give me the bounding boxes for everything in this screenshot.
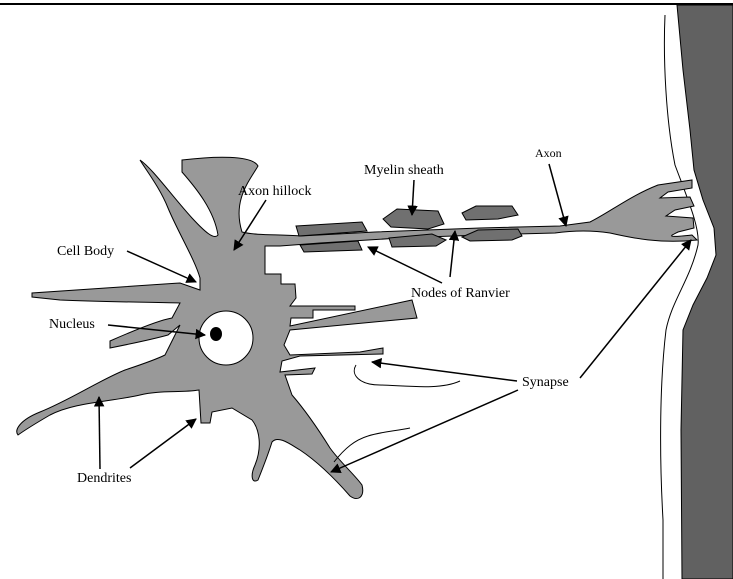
cell-body-arrow bbox=[127, 251, 196, 282]
label-dendrites: Dendrites bbox=[77, 471, 131, 486]
synapse-arrow-1 bbox=[372, 362, 517, 381]
dendrites-arrow-2 bbox=[130, 419, 196, 468]
dendrites-arrow-1 bbox=[99, 397, 100, 469]
myelin-segment bbox=[383, 209, 444, 229]
axon-arrow bbox=[549, 164, 566, 226]
label-myelin-sheath: Myelin sheath bbox=[364, 163, 444, 178]
synapse-line bbox=[354, 365, 460, 387]
myelin-segment bbox=[462, 206, 518, 220]
nucleus-membrane bbox=[199, 311, 253, 365]
target-cell bbox=[677, 5, 733, 579]
nodes-arrow-1 bbox=[368, 247, 442, 283]
label-axon-hillock: Axon hillock bbox=[238, 184, 312, 199]
synapse-arrow-3 bbox=[580, 240, 691, 378]
label-cell-body: Cell Body bbox=[57, 244, 114, 259]
label-axon: Axon bbox=[535, 146, 562, 160]
nucleolus bbox=[210, 327, 222, 341]
nodes-arrow-2 bbox=[450, 231, 455, 277]
synapse-line bbox=[334, 428, 410, 462]
neuron-cell bbox=[17, 157, 697, 498]
label-synapse: Synapse bbox=[522, 375, 569, 390]
label-nucleus: Nucleus bbox=[49, 317, 95, 332]
synapse-arrow-2 bbox=[331, 390, 518, 472]
label-nodes-of-ranvier: Nodes of Ranvier bbox=[411, 286, 510, 301]
